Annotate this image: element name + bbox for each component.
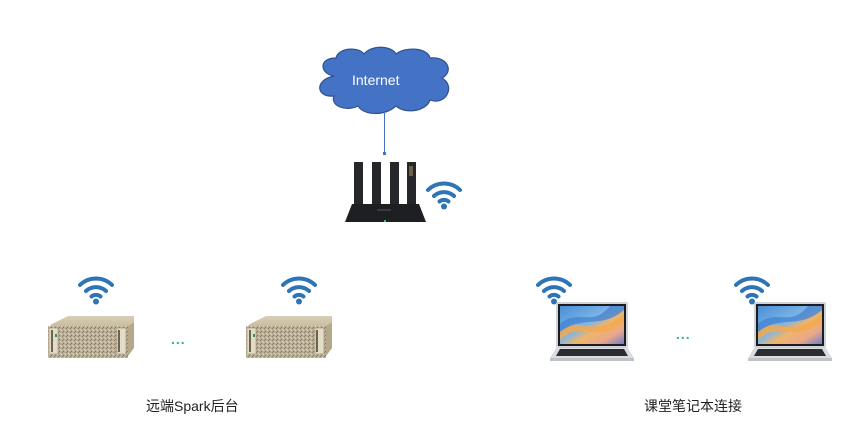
- laptop-2-icon: [748, 302, 832, 362]
- server-2-wifi-icon: [281, 275, 317, 305]
- cloud-icon: [319, 46, 450, 115]
- remote-spark-backend-label: 远端Spark后台: [146, 398, 239, 414]
- connector-end-dot: [383, 152, 386, 155]
- internet-label: Internet: [352, 72, 400, 88]
- router-wifi-icon: [426, 180, 462, 210]
- server-1-icon: [45, 316, 137, 358]
- laptop-1-wifi-icon: [536, 275, 572, 305]
- laptop-1-icon: [550, 302, 634, 362]
- classroom-laptop-label: 课堂笔记本连接: [644, 398, 742, 414]
- cloud-router-connector: [384, 112, 385, 154]
- laptop-ellipsis: ...: [676, 326, 691, 342]
- laptop-2-wifi-icon: [734, 275, 770, 305]
- router-icon: [345, 162, 426, 222]
- server-1-wifi-icon: [78, 275, 114, 305]
- server-2-icon: [243, 316, 335, 358]
- internet-cloud: Internet: [312, 46, 458, 116]
- router: [343, 160, 428, 224]
- server-ellipsis: ...: [171, 331, 186, 347]
